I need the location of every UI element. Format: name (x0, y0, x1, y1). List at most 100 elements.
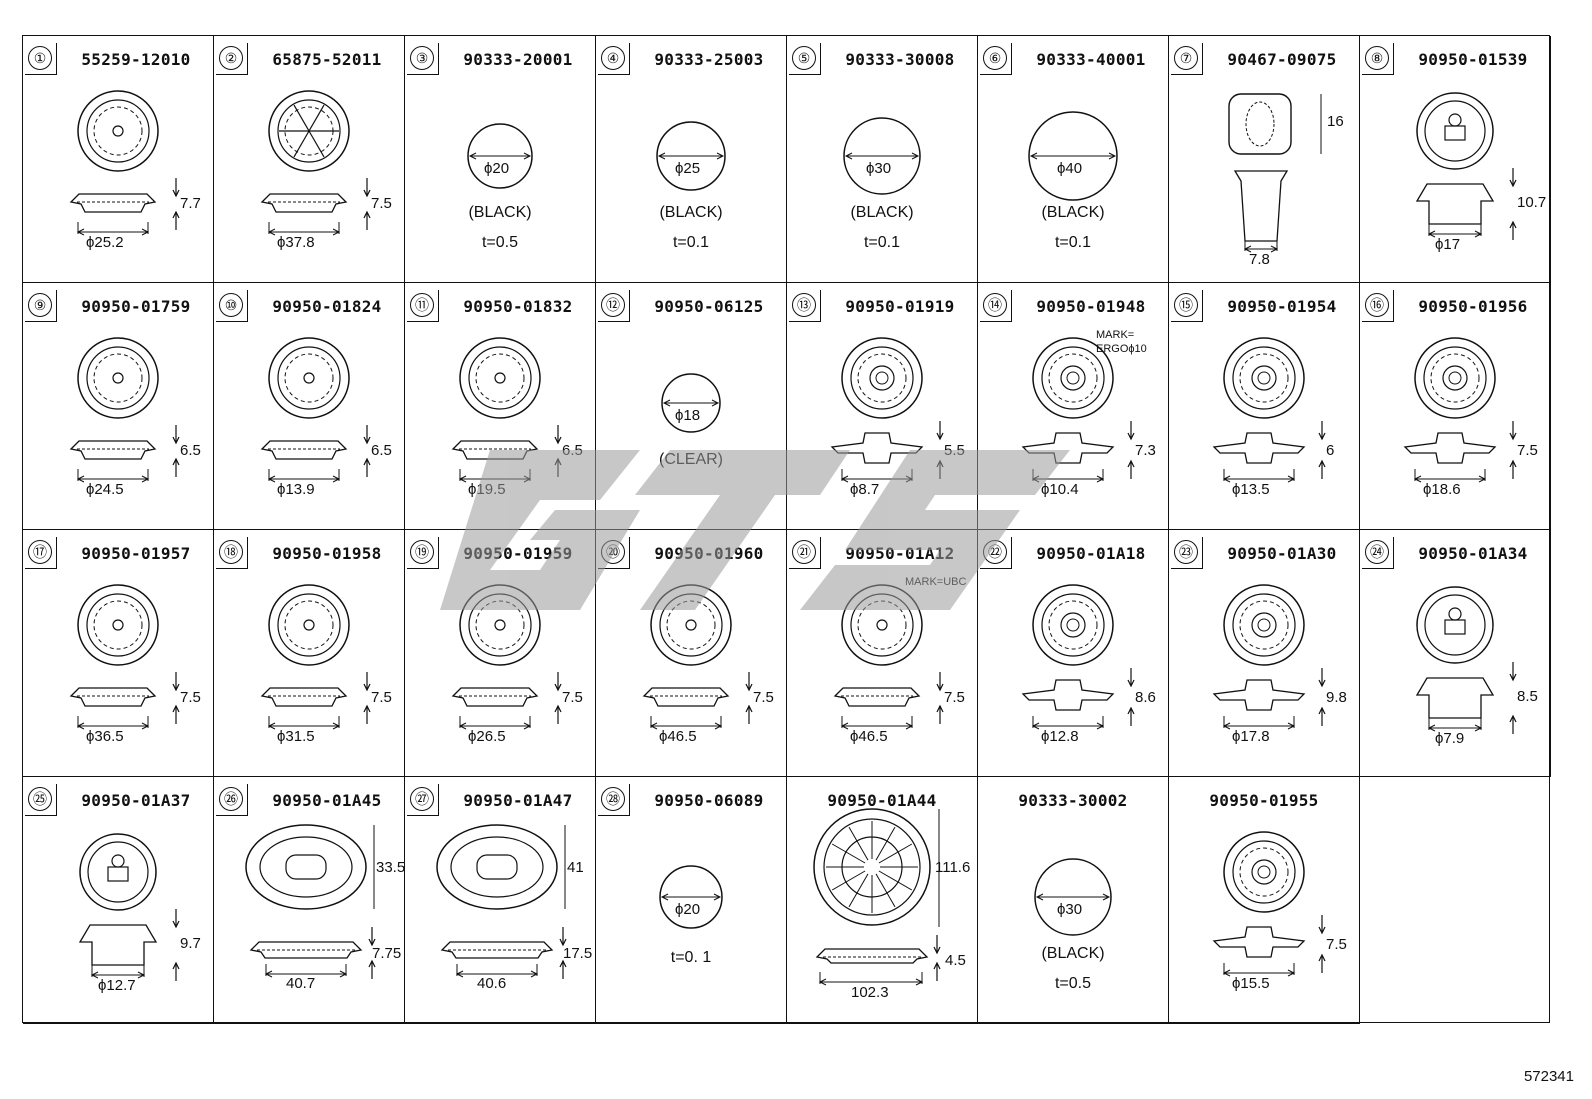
item-number-badge: ④ (598, 43, 630, 75)
part-number: 90950-01954 (1227, 297, 1337, 316)
part-drawing (843, 117, 921, 195)
item-number-badge: ⑧ (1362, 43, 1394, 75)
item-number: ⑨ (28, 293, 52, 317)
diameter-label: ϕ18 (675, 407, 701, 424)
diameter-label: ϕ30 (1057, 901, 1083, 918)
thickness-label: 7.75 (372, 945, 402, 962)
item-number-badge: ⑭ (980, 290, 1012, 322)
diameter-label: ϕ25 (675, 160, 701, 177)
diameter-label: ϕ40 (1057, 160, 1083, 177)
item-number-badge: ⑩ (216, 290, 248, 322)
item-number-badge: ⑮ (1171, 290, 1203, 322)
item-number-badge: ⑱ (216, 537, 248, 569)
diameter-label: ϕ8.7 (850, 481, 880, 498)
height-label: 10.7 (1517, 194, 1547, 211)
diameter-label: ϕ19.5 (468, 481, 506, 498)
diameter-label: ϕ37.8 (277, 234, 315, 251)
item-number: ⑯ (1365, 293, 1389, 317)
item-number-badge: ㉖ (216, 784, 248, 816)
part-drawing (830, 337, 944, 483)
item-number-badge: ① (25, 43, 57, 75)
item-number: ⑱ (219, 540, 243, 564)
item-number: ㉕ (28, 787, 52, 811)
part-number: 90950-01955 (1209, 791, 1319, 810)
item-number-badge: ③ (407, 43, 439, 75)
part-number: 90950-01A37 (81, 791, 191, 810)
part-number: 90467-09075 (1227, 50, 1337, 69)
diameter-label: ϕ7.9 (1435, 730, 1465, 747)
item-number: ⑧ (1365, 46, 1389, 70)
item-number: ② (219, 46, 243, 70)
item-number-badge: ⑫ (598, 290, 630, 322)
height-label: 8.6 (1135, 689, 1156, 706)
item-number: ① (28, 46, 52, 70)
height-label: 33.5 (376, 859, 405, 876)
height-label: 7.5 (1517, 442, 1538, 459)
part-drawing (467, 123, 533, 189)
item-number: ⑰ (28, 540, 52, 564)
part-drawing (78, 833, 180, 981)
part-drawing (69, 90, 180, 236)
figure-number: 572341 (1523, 1068, 1574, 1085)
part-drawing (245, 824, 376, 979)
height-label: 5.5 (944, 442, 965, 459)
part-number: 90333-25003 (654, 50, 764, 69)
part-drawing (69, 337, 180, 483)
diameter-label: ϕ10.4 (1041, 481, 1079, 498)
height-label: 7.7 (180, 195, 201, 212)
part-number: 90950-01539 (1418, 50, 1528, 69)
width-label: 40.7 (286, 975, 316, 992)
item-number-badge: ㉗ (407, 784, 439, 816)
thickness-label: 17.5 (563, 945, 593, 962)
part-number: 90950-01A30 (1227, 544, 1337, 563)
part-number: 90950-01956 (1418, 297, 1528, 316)
height-label: 7.5 (562, 689, 583, 706)
part-cell: ⑯ 90950-01956 7.5 ϕ18.6 (1360, 283, 1551, 530)
item-number-badge: ⑰ (25, 537, 57, 569)
height-label: 7.3 (1135, 442, 1156, 459)
part-number: 90950-01948 (1036, 297, 1146, 316)
part-number: 90333-40001 (1036, 50, 1146, 69)
part-drawing (1212, 831, 1326, 977)
height-label: 9.7 (180, 935, 201, 952)
diameter-label: ϕ18.6 (1423, 481, 1461, 498)
item-number: ⑬ (792, 293, 816, 317)
item-number: ㉔ (1365, 540, 1389, 564)
item-number-badge: ⑤ (789, 43, 821, 75)
part-number: 90950-01A34 (1418, 544, 1528, 563)
note-text: t=0.5 (1054, 975, 1092, 992)
item-number: ⑭ (983, 293, 1007, 317)
part-number: 90950-01958 (272, 544, 382, 563)
diameter-label: ϕ24.5 (86, 481, 124, 498)
diameter-label: ϕ17 (1435, 236, 1461, 253)
note-text: (BLACK) (468, 204, 532, 221)
mark-note: MARK=UBC (905, 576, 967, 588)
part-drawing (1415, 586, 1517, 734)
part-drawing (1403, 337, 1517, 483)
height-label: 6 (1326, 442, 1335, 459)
height-label: 6.5 (562, 442, 583, 459)
part-drawing (1028, 111, 1118, 201)
note-text: t=0.1 (863, 234, 901, 251)
item-number: ③ (410, 46, 434, 70)
